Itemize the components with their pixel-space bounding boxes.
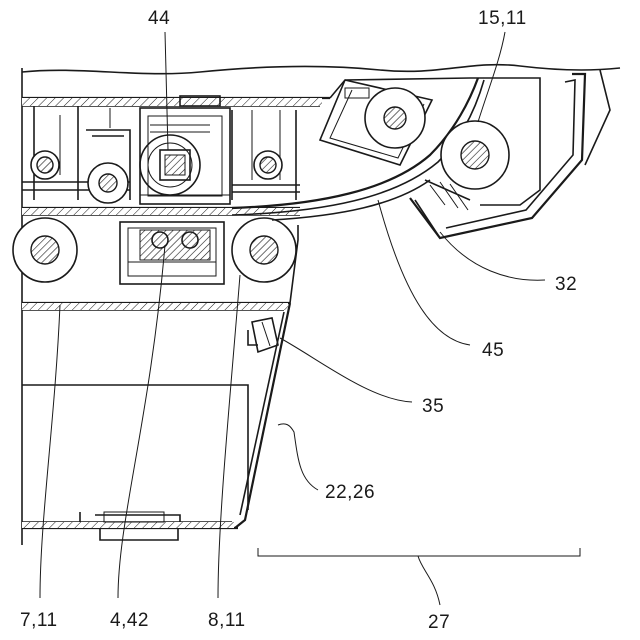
center-left-roller <box>88 163 128 203</box>
leader-lines <box>40 32 580 605</box>
label-4-42: 4,42 <box>110 610 149 631</box>
lower-casing-plate <box>22 303 290 310</box>
right-upper-small-roller <box>254 151 282 179</box>
roller-8-11 <box>232 218 296 282</box>
top-break-line <box>22 65 620 74</box>
left-upper-roller <box>31 151 59 179</box>
upper-right-bracket <box>320 80 432 165</box>
roller-7-11 <box>13 218 77 282</box>
roller-15-11 <box>441 121 509 189</box>
sensor-unit-4-42 <box>120 222 224 284</box>
label-22-26: 22,26 <box>325 482 375 503</box>
label-15-11: 15,11 <box>478 8 527 29</box>
label-7-11: 7,11 <box>20 610 58 631</box>
label-8-11: 8,11 <box>208 610 246 631</box>
label-44: 44 <box>148 8 170 29</box>
right-housing-32 <box>410 70 610 238</box>
label-27: 27 <box>428 612 450 633</box>
label-35: 35 <box>422 396 444 417</box>
element-35 <box>248 318 278 352</box>
sensor-unit-44 <box>140 96 230 204</box>
lower-inner-box <box>22 385 248 510</box>
label-45: 45 <box>482 340 504 361</box>
bottom-base-plate <box>22 512 238 540</box>
label-32: 32 <box>555 274 577 295</box>
